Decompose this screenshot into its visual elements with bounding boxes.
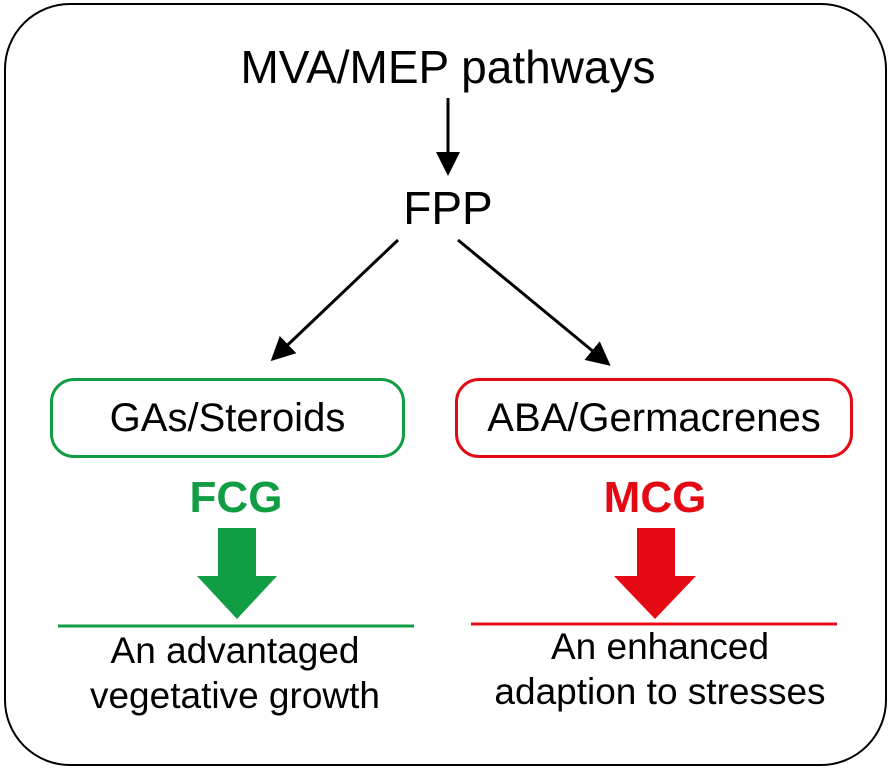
diagram-frame xyxy=(4,3,887,766)
node-aba-germacrenes: ABA/Germacrenes xyxy=(455,378,853,458)
outcome-left-line-2: vegetative growth xyxy=(89,675,380,716)
tag-fcg: FCG xyxy=(189,473,283,522)
arrow-fpp-to-right xyxy=(457,238,611,366)
arrow-fpp-to-left xyxy=(270,238,400,362)
node-gas-steroids: GAs/Steroids xyxy=(50,378,405,458)
outcome-left: An advantaged vegetative growth xyxy=(40,628,430,718)
node-gas-steroids-label: GAs/Steroids xyxy=(109,395,346,440)
right-block-arrow xyxy=(614,528,696,619)
outcome-right-line-2: adaption to stresses xyxy=(494,671,826,712)
tag-mcg: MCG xyxy=(603,473,707,522)
node-aba-germacrenes-label: ABA/Germacrenes xyxy=(487,395,821,440)
node-mva-mep-pathways: MVA/MEP pathways xyxy=(240,41,656,93)
left-block-arrow xyxy=(197,528,277,619)
outcome-right: An enhanced adaption to stresses xyxy=(455,624,865,714)
outcome-left-line-1: An advantaged xyxy=(110,630,360,671)
outcome-right-line-1: An enhanced xyxy=(550,626,770,667)
node-fpp: FPP xyxy=(403,182,493,234)
